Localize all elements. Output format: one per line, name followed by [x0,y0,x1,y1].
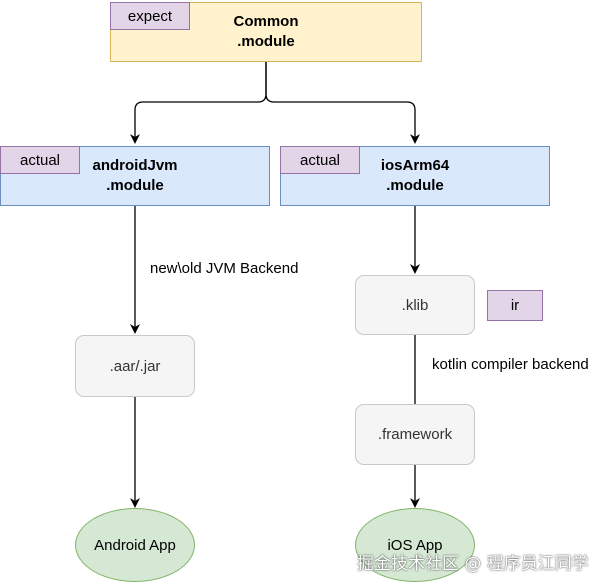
framework-artifact: .framework [355,404,475,465]
edge-common-to-ios [265,62,420,144]
android-app-node: Android App [75,508,195,582]
common-module: Common .module [110,2,422,62]
expect-tag: expect [110,2,190,30]
compiler-backend-label: kotlin compiler backend [432,356,589,373]
ios-module-title: iosArm64 [380,157,450,174]
ios-app-node: iOS App [355,508,475,582]
common-module-title: Common [233,13,299,30]
klib-artifact: .klib [355,275,475,335]
watermark-text: 掘金技术社区 @ 程序员江同学 [357,554,589,574]
edge-common-to-android [130,62,267,144]
common-module-subtitle: .module [237,33,295,50]
android-module-title: androidJvm [92,157,178,174]
ios-arm64-module: iosArm64 .module [280,146,550,206]
jvm-backend-label: new\old JVM Backend [150,260,299,277]
android-module-subtitle: .module [106,177,164,194]
ios-actual-tag: actual [280,146,360,174]
aar-jar-artifact: .aar/.jar [75,335,195,397]
ios-module-subtitle: .module [386,177,444,194]
ir-tag: ir [487,290,543,321]
android-actual-tag: actual [0,146,80,174]
